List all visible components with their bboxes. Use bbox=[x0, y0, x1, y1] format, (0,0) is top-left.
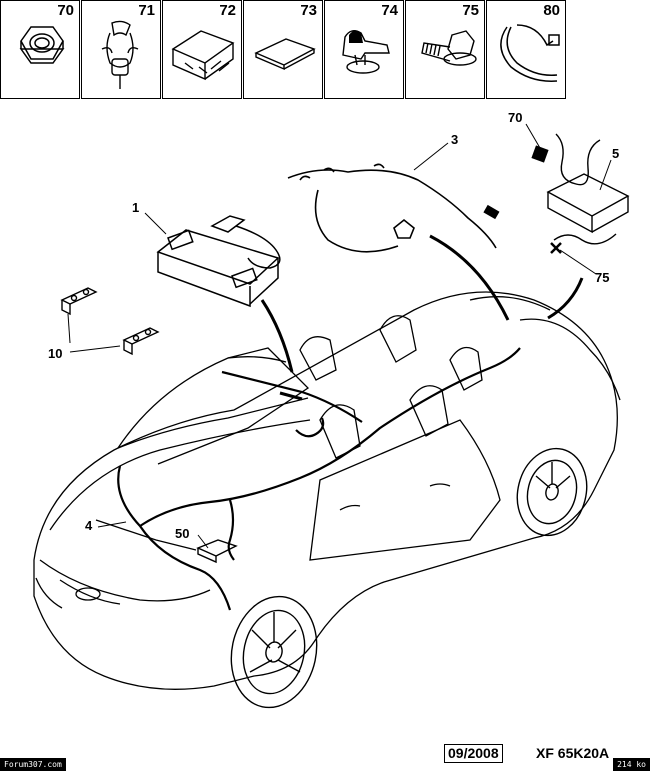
part-cell-71: 71 bbox=[81, 0, 161, 99]
car-body bbox=[33, 291, 621, 690]
callout-1: 1 bbox=[132, 200, 140, 215]
callout-75: 75 bbox=[595, 270, 610, 285]
screw-icon bbox=[421, 30, 477, 66]
part-cell-72: 72 bbox=[162, 0, 242, 99]
diagram-date: 09/2008 bbox=[444, 744, 503, 763]
watermark-left: Forum307.com bbox=[0, 758, 66, 771]
parts-strip: 70 71 72 bbox=[0, 0, 650, 101]
part-cell-80: 80 bbox=[486, 0, 566, 99]
callout-4: 4 bbox=[85, 518, 93, 533]
screw-marker-75 bbox=[550, 242, 562, 254]
module-5 bbox=[531, 133, 630, 245]
part-number: 75 bbox=[462, 2, 479, 19]
callout-70: 70 bbox=[508, 110, 523, 125]
part-cell-74: 74 bbox=[324, 0, 404, 99]
header-connector bbox=[279, 391, 303, 401]
cable-clip-icon bbox=[101, 20, 139, 89]
routing-lines bbox=[260, 234, 584, 373]
hex-nut-icon bbox=[19, 26, 65, 64]
part-number: 80 bbox=[543, 2, 560, 19]
part-number: 74 bbox=[381, 2, 398, 19]
rear-wheel bbox=[516, 447, 588, 537]
cable-tie-icon bbox=[500, 24, 560, 82]
diagram-reference: XF 65K20A bbox=[536, 745, 610, 761]
callout-3: 3 bbox=[451, 132, 459, 147]
harness-3 bbox=[287, 163, 500, 253]
part-number: 72 bbox=[219, 2, 236, 19]
watermark-right: 214 ko bbox=[613, 758, 650, 771]
adhesive-pad-icon bbox=[254, 38, 316, 71]
mounting-clip-icon bbox=[342, 30, 390, 74]
front-wheel bbox=[230, 595, 318, 709]
exploded-diagram bbox=[33, 133, 630, 709]
harness-4 bbox=[117, 347, 521, 611]
part-cell-73: 73 bbox=[243, 0, 323, 99]
part-number: 73 bbox=[300, 2, 317, 19]
callout-50: 50 bbox=[175, 526, 190, 541]
part-cell-75: 75 bbox=[405, 0, 485, 99]
part-number: 70 bbox=[57, 2, 74, 19]
part-number: 71 bbox=[138, 2, 155, 19]
callout-10: 10 bbox=[48, 346, 63, 361]
brackets-10 bbox=[60, 287, 160, 356]
module-50 bbox=[196, 539, 238, 564]
part-cell-70: 70 bbox=[0, 0, 80, 99]
control-module-1 bbox=[156, 215, 281, 308]
callout-5: 5 bbox=[612, 146, 620, 161]
connector-housing-icon bbox=[171, 30, 235, 81]
